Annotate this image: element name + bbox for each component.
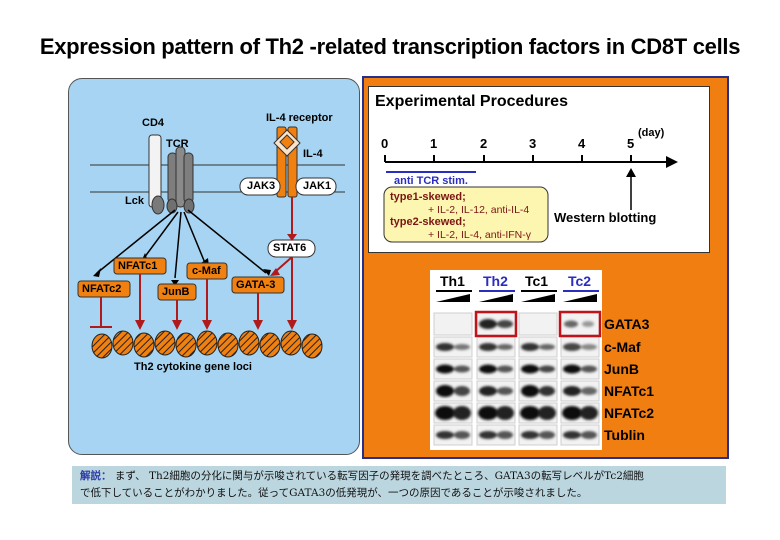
lane-tc2-label: Tc2 [568,273,592,289]
jak3-oval [239,177,281,196]
tick-5: 5 [627,136,635,151]
nfatc1-label: NFATc1 [118,260,158,272]
lane-tc1-label: Tc1 [525,273,549,289]
protein-cmaf: c-Maf [604,339,641,355]
junb-label: JunB [162,286,190,298]
protein-tublin: Tublin [604,427,645,443]
tcr-arrows [96,209,267,279]
gene-loci-dna [91,330,323,359]
stim-label: anti TCR stim. [394,175,468,187]
protein-gata3: GATA3 [604,316,650,332]
type2-detail: + IL-2, IL-4, anti-IFN-γ [428,229,531,241]
il4-receptor-label: IL-4 receptor [266,112,333,124]
jak1-label: JAK1 [303,180,332,192]
note-line1: まず、 Th2細胞の分化に関与が示唆されている転写因子の発現を調べたところ、GA… [111,470,644,482]
protein-nfatc2: NFATc2 [604,405,655,421]
lck-label: Lck [125,195,144,207]
jak3-label: JAK3 [247,180,276,192]
gene-loci-label: Th2 cytokine gene loci [134,361,252,373]
type1-label: type1-skewed; [390,191,466,203]
il4-receptor-shape [273,126,301,198]
jak1-oval [295,177,337,196]
stat6-label: STAT6 [273,242,307,254]
explanation-note: 解説： まず、 Th2細胞の分化に関与が示唆されている転写因子の発現を調べたとこ… [72,466,726,504]
procedures-title: Experimental Procedures [375,93,568,110]
day-unit: (day) [638,127,665,139]
gata3-label: GATA-3 [236,279,276,291]
th2-gata3-highlight [474,310,518,338]
nfatc2-label: NFATc2 [82,283,122,295]
type1-detail: + IL-2, IL-12, anti-IL-4 [428,204,530,216]
protein-junb: JunB [604,361,639,377]
tick-3: 3 [529,136,537,151]
il4-label: IL-4 [303,148,323,160]
nfatc2-box [77,280,131,298]
lane-th2-label: Th2 [483,273,508,289]
tick-4: 4 [578,136,586,151]
western-label: Western blotting [554,210,657,225]
lane-th1-label: Th1 [440,273,465,289]
lck-kinase [151,195,165,215]
factor-to-gene-arrows [90,257,293,328]
cmaf-label: c-Maf [192,265,221,277]
tcr-label: TCR [166,138,189,150]
cd4-label: CD4 [142,117,165,129]
protein-nfatc1: NFATc1 [604,383,655,399]
tick-1: 1 [430,136,438,151]
tc2-gata3-highlight [558,310,602,338]
page-title: Expression pattern of Th2 -related trans… [39,34,741,59]
note-line2: で低下していることがわかりました。従ってGATA3の低発現が、一つの原因であるこ… [80,487,588,499]
skew-conditions-box [383,186,549,243]
note-lead: 解説： [80,470,112,482]
type2-label: type2-skewed; [390,216,466,228]
tick-0: 0 [381,136,389,151]
tick-2: 2 [480,136,488,151]
tcr-complex [166,146,195,214]
